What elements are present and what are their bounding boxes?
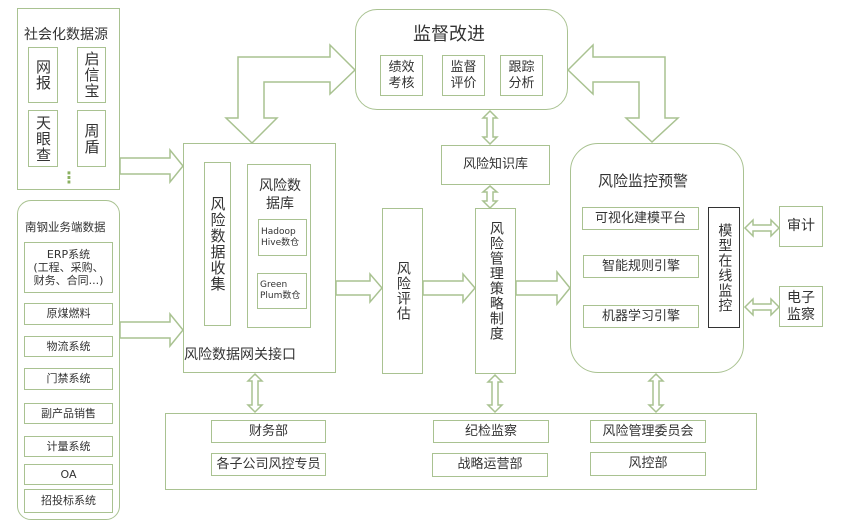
arrow-business-to-gateway: [119, 311, 184, 349]
supervise-item: 跟踪分析: [500, 55, 543, 96]
arrow-monitor-esupervise: [743, 297, 781, 317]
monitor-title: 风险监控预警: [598, 172, 689, 190]
business-item: 计量系统: [24, 436, 113, 457]
hadoop-warehouse: Hadoop Hive数仓: [258, 219, 307, 256]
business-item: 原煤燃料: [24, 303, 113, 325]
arrow-policy-monitor: [515, 269, 571, 307]
monitor-item: 智能规则引擎: [583, 255, 699, 278]
risk-policy: 风险管理策略制度: [475, 208, 516, 374]
audit-box: 审计: [779, 206, 823, 247]
supervise-title: 监督改进: [413, 24, 485, 45]
social-title: 社会化数据源: [24, 27, 108, 43]
business-title: 南钢业务端数据: [25, 220, 106, 234]
dept-item: 财务部: [211, 420, 326, 443]
dept-item: 纪检监察: [433, 420, 549, 443]
dept-item: 战略运营部: [432, 453, 548, 477]
business-item: 副产品销售: [24, 403, 113, 424]
social-item-qixinbao: 启信宝: [77, 47, 106, 103]
business-item-erp: ERP系统 (工程、采购、 财务、合同...): [24, 242, 113, 293]
risk-assessment: 风险评估: [382, 208, 423, 374]
arrow-supervise-monitor: [566, 43, 680, 144]
business-item: OA: [24, 464, 113, 485]
monitor-item: 机器学习引擎: [583, 305, 699, 328]
supervise-item: 绩效考核: [380, 55, 423, 96]
model-online-monitor: 模型在线监控: [708, 207, 740, 328]
more-dots: ⋮: [61, 168, 77, 187]
arrow-policy-depts: [486, 373, 504, 414]
business-item: 招投标系统: [24, 489, 113, 513]
dept-item: 各子公司风控专员: [211, 453, 326, 476]
risk-data-collect: 风险数据收集: [204, 162, 231, 326]
business-item: 门禁系统: [24, 368, 113, 390]
dept-item: 风险管理委员会: [590, 420, 706, 443]
e-supervision-box: 电子监察: [779, 286, 823, 327]
social-item-tianyancha: 天眼查: [28, 110, 58, 167]
arrow-social-to-gateway: [119, 147, 184, 185]
arrow-monitor-depts: [647, 372, 665, 414]
social-item-zhoudun: 周盾: [77, 110, 106, 167]
business-item: 物流系统: [24, 336, 113, 357]
arrow-knowledge-policy: [480, 185, 500, 210]
gateway-label: 风险数据网关接口: [184, 347, 296, 363]
greenplum-warehouse: Green Plum数仓: [257, 273, 307, 309]
arrow-supervise-knowledge: [481, 109, 499, 146]
arrow-assess-policy: [422, 271, 476, 305]
supervise-item: 监督评价: [442, 55, 485, 96]
arrow-gateway-supervise: [224, 43, 357, 145]
arrow-gateway-depts: [246, 372, 264, 414]
arrow-gateway-assess: [335, 271, 383, 305]
monitor-item: 可视化建模平台: [582, 207, 699, 230]
social-item-wangbao: 网报: [28, 47, 58, 103]
risk-database-title: 风险数据库: [259, 178, 301, 212]
arrow-monitor-audit: [743, 218, 781, 238]
risk-knowledge-base: 风险知识库: [441, 145, 550, 185]
dept-item: 风控部: [590, 452, 706, 476]
